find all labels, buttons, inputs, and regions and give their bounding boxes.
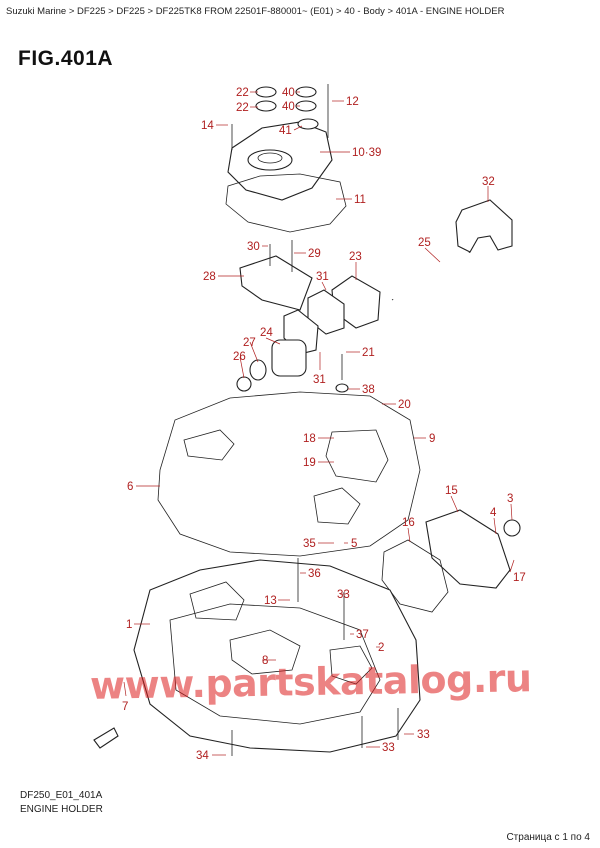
- callout-label[interactable]: 6: [127, 481, 133, 493]
- main-gasket-outline: [157, 391, 421, 557]
- callout-label[interactable]: 2: [378, 642, 384, 654]
- callout-label[interactable]: 27: [243, 337, 256, 349]
- callout-label[interactable]: 35: [303, 538, 316, 550]
- callout-label[interactable]: 7: [122, 701, 128, 713]
- callout-label[interactable]: 9: [429, 433, 435, 445]
- callout-label[interactable]: 40: [282, 87, 295, 99]
- callout-label[interactable]: 19: [303, 457, 316, 469]
- callout-label[interactable]: 25: [418, 237, 431, 249]
- breadcrumb[interactable]: Suzuki Marine > DF225 > DF225 > DF225TK8…: [6, 6, 505, 17]
- callout-label[interactable]: 30: [247, 241, 260, 253]
- shaft-part: [391, 251, 471, 301]
- callout-label[interactable]: 21: [362, 347, 375, 359]
- front-arrow-icon: [93, 727, 119, 749]
- stopper-part: [455, 199, 513, 253]
- figure-name: ENGINE HOLDER: [20, 804, 103, 815]
- side-cover-part: [381, 509, 521, 613]
- callout-labels: 22 40 22 40 12 14 41 10·39 11 32 30 29 2…: [122, 87, 526, 762]
- callout-label[interactable]: 38: [362, 384, 375, 396]
- callout-label[interactable]: 40: [282, 101, 295, 113]
- callout-label[interactable]: 22: [236, 87, 249, 99]
- callout-label[interactable]: 8: [262, 655, 268, 667]
- callout-label[interactable]: 22: [236, 102, 249, 114]
- callout-label[interactable]: 29: [308, 248, 321, 260]
- callout-label[interactable]: 33: [337, 589, 350, 601]
- callout-label[interactable]: 36: [308, 568, 321, 580]
- callout-label[interactable]: 23: [349, 251, 362, 263]
- callout-label[interactable]: 26: [233, 351, 246, 363]
- gasket-outline: [225, 173, 347, 233]
- callout-label[interactable]: 14: [201, 120, 214, 132]
- callout-label[interactable]: 4: [490, 507, 497, 519]
- callout-label[interactable]: 17: [513, 572, 526, 584]
- callout-label[interactable]: 32: [482, 176, 495, 188]
- figure-code: DF250_E01_401A: [20, 790, 103, 801]
- watermark-text: www.partskatalog.ru: [89, 656, 532, 708]
- callout-label[interactable]: 11: [354, 194, 366, 206]
- callout-label[interactable]: 31: [313, 374, 326, 386]
- top-cover-part: [227, 84, 333, 201]
- callout-label[interactable]: 33: [417, 729, 430, 741]
- page-indicator: Страница с 1 по 4: [506, 832, 590, 843]
- leader-lines: [123, 91, 515, 756]
- callout-label[interactable]: 16: [402, 517, 415, 529]
- callout-label[interactable]: 37: [356, 629, 369, 641]
- callout-label[interactable]: 1: [126, 619, 132, 631]
- callout-label[interactable]: 3: [507, 493, 513, 505]
- callout-label[interactable]: 31: [316, 271, 329, 283]
- mount-part: [236, 339, 349, 393]
- callout-label[interactable]: 28: [203, 271, 216, 283]
- callout-label[interactable]: 18: [303, 433, 316, 445]
- callout-label[interactable]: 41: [279, 125, 292, 137]
- callout-label[interactable]: 20: [398, 399, 411, 411]
- callout-label[interactable]: 13: [264, 595, 277, 607]
- callout-label[interactable]: 34: [196, 750, 209, 762]
- callout-label[interactable]: 10·39: [352, 147, 381, 159]
- callout-label[interactable]: 12: [346, 96, 359, 108]
- callout-label[interactable]: 33: [382, 742, 395, 754]
- bracket-part: [239, 240, 381, 355]
- figure-title: FIG.401A: [18, 47, 114, 70]
- engine-holder-part: [133, 558, 421, 756]
- callout-label[interactable]: 5: [351, 538, 357, 550]
- callout-label[interactable]: 24: [260, 327, 273, 339]
- callout-label[interactable]: 15: [445, 485, 458, 497]
